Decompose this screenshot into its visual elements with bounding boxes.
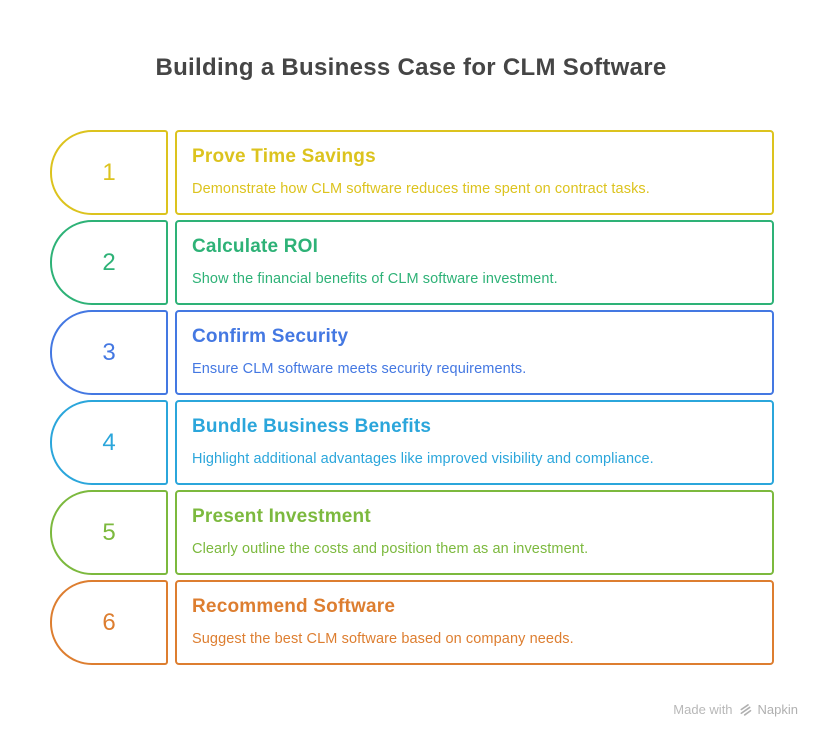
step-description: Show the financial benefits of CLM softw… xyxy=(192,271,558,287)
step-number-badge: 6 xyxy=(50,580,168,665)
steps-list: 1 Prove Time Savings Demonstrate how CLM… xyxy=(50,130,774,665)
step-card: Confirm Security Ensure CLM software mee… xyxy=(175,310,774,395)
step-number-badge: 3 xyxy=(50,310,168,395)
step-title: Bundle Business Benefits xyxy=(192,416,432,437)
step-card: Calculate ROI Show the financial benefit… xyxy=(175,220,774,305)
step-row-5: 5 Present Investment Clearly outline the… xyxy=(50,490,774,575)
step-card: Present Investment Clearly outline the c… xyxy=(175,490,774,575)
step-title: Prove Time Savings xyxy=(192,146,376,167)
step-number: 1 xyxy=(102,158,116,186)
page-title: Building a Business Case for CLM Softwar… xyxy=(155,54,667,81)
step-description: Suggest the best CLM software based on c… xyxy=(192,631,574,647)
step-description: Ensure CLM software meets security requi… xyxy=(192,361,527,377)
step-number: 6 xyxy=(102,608,116,636)
step-number: 2 xyxy=(102,248,116,276)
step-row-3: 3 Confirm Security Ensure CLM software m… xyxy=(50,310,774,395)
step-row-6: 6 Recommend Software Suggest the best CL… xyxy=(50,580,774,665)
step-title: Recommend Software xyxy=(192,596,396,617)
step-description: Demonstrate how CLM software reduces tim… xyxy=(192,181,650,197)
step-number: 3 xyxy=(102,338,116,366)
step-number-badge: 2 xyxy=(50,220,168,305)
step-number: 5 xyxy=(102,518,116,546)
napkin-logo-icon xyxy=(738,702,753,717)
step-card: Prove Time Savings Demonstrate how CLM s… xyxy=(175,130,774,215)
step-title: Present Investment xyxy=(192,506,371,527)
step-row-1: 1 Prove Time Savings Demonstrate how CLM… xyxy=(50,130,774,215)
step-number: 4 xyxy=(102,428,116,456)
step-card: Bundle Business Benefits Highlight addit… xyxy=(175,400,774,485)
step-row-2: 2 Calculate ROI Show the financial benef… xyxy=(50,220,774,305)
step-number-badge: 4 xyxy=(50,400,168,485)
step-row-4: 4 Bundle Business Benefits Highlight add… xyxy=(50,400,774,485)
step-title: Calculate ROI xyxy=(192,236,319,257)
step-card: Recommend Software Suggest the best CLM … xyxy=(175,580,774,665)
step-title: Confirm Security xyxy=(192,326,349,347)
step-number-badge: 5 xyxy=(50,490,168,575)
made-with-label: Made with xyxy=(673,702,733,717)
step-description: Highlight additional advantages like imp… xyxy=(192,451,654,467)
made-with-napkin-watermark: Made with Napkin xyxy=(673,702,798,717)
step-description: Clearly outline the costs and position t… xyxy=(192,541,589,557)
step-number-badge: 1 xyxy=(50,130,168,215)
napkin-brand-label: Napkin xyxy=(757,702,798,717)
